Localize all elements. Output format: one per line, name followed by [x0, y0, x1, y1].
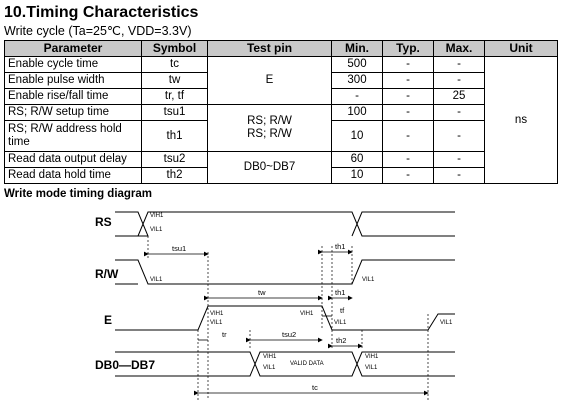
section-title: 10.Timing Characteristics — [4, 4, 199, 21]
min-cell: 500 — [331, 56, 383, 73]
timing-diagram: RS R/W E DB0—DB7 VIH1 VIL1 VIL1 VIL1 VIH… — [95, 211, 455, 400]
tf-label: tf — [340, 306, 345, 315]
table-header-row: Parameter Symbol Test pin Min. Typ. Max.… — [4, 40, 558, 57]
signal-label-rw: R/W — [95, 267, 119, 281]
header-test-pin: Test pin — [207, 40, 332, 57]
rs-waveform — [115, 211, 455, 237]
level-vil: VIL1 — [362, 277, 375, 283]
param-cell: Enable pulse width — [4, 72, 142, 89]
symbol-cell: tr, tf — [141, 88, 208, 105]
max-cell: - — [433, 167, 485, 184]
min-cell: 60 — [331, 151, 383, 168]
level-vil: VIL1 — [263, 365, 276, 371]
min-cell: 10 — [331, 167, 383, 184]
level-vil: VIL1 — [334, 320, 347, 326]
guide-lines — [147, 236, 429, 400]
tw-label: tw — [258, 288, 266, 297]
param-cell: Read data output delay — [4, 151, 142, 168]
pin-cell-e: E — [207, 56, 332, 105]
table-row: Read data hold time th2 10 - - — [4, 167, 558, 184]
header-max: Max. — [433, 40, 485, 57]
symbol-cell: th1 — [141, 120, 208, 152]
max-cell: - — [433, 120, 485, 152]
signal-label-db: DB0—DB7 — [95, 358, 155, 372]
th1-label: th1 — [335, 242, 345, 251]
header-unit: Unit — [484, 40, 558, 57]
min-cell: 300 — [331, 72, 383, 89]
typ-cell: - — [382, 120, 434, 152]
th2-label: th2 — [336, 336, 346, 345]
param-cell: RS; R/W setup time — [4, 104, 142, 121]
symbol-cell: tsu2 — [141, 151, 208, 168]
param-cell: RS; R/W address hold time — [4, 120, 142, 152]
level-vil: VIL1 — [365, 365, 378, 371]
unit-cell: ns — [484, 56, 558, 184]
header-typ: Typ. — [382, 40, 434, 57]
th1b-label: th1 — [335, 288, 345, 297]
level-vil: VIL1 — [150, 227, 163, 233]
table-row: Enable cycle time tc E 500 - - ns — [4, 56, 558, 184]
typ-cell: - — [382, 56, 434, 73]
max-cell: - — [433, 56, 485, 73]
level-vih: VIH1 — [210, 311, 224, 317]
symbol-cell: tsu1 — [141, 104, 208, 121]
tsu1-label: tsu1 — [172, 244, 186, 253]
symbol-cell: th2 — [141, 167, 208, 184]
typ-cell: - — [382, 72, 434, 89]
tsu2-label: tsu2 — [282, 330, 296, 339]
tr-label: tr — [222, 330, 227, 339]
max-cell: - — [433, 104, 485, 121]
signal-label-rs: RS — [95, 215, 112, 229]
param-cell: Enable rise/fall time — [4, 88, 142, 105]
db-waveform — [115, 351, 455, 377]
min-cell: 10 — [331, 120, 383, 152]
min-cell: - — [331, 88, 383, 105]
typ-cell: - — [382, 151, 434, 168]
typ-cell: - — [382, 167, 434, 184]
diagram-title: Write mode timing diagram — [4, 188, 153, 200]
header-symbol: Symbol — [141, 40, 208, 57]
table-row: Read data output delay tsu2 DB0~DB7 60 -… — [4, 151, 558, 184]
timing-table: Parameter Symbol Test pin Min. Typ. Max.… — [4, 40, 558, 184]
min-cell: 100 — [331, 104, 383, 121]
level-vih: VIH1 — [150, 213, 164, 219]
max-cell: 25 — [433, 88, 485, 105]
table-row: Enable rise/fall time tr, tf - - 25 — [4, 88, 558, 105]
max-cell: - — [433, 72, 485, 89]
table-row: RS; R/W setup time tsu1 RS; R/W RS; R/W … — [4, 104, 558, 152]
write-cycle-subtitle: Write cycle (Ta=25℃, VDD=3.3V) — [4, 24, 192, 38]
signal-label-e: E — [104, 313, 112, 327]
level-vil: VIL1 — [440, 320, 453, 326]
level-vil: VIL1 — [150, 277, 163, 283]
level-vih: VIH1 — [300, 311, 314, 317]
typ-cell: - — [382, 104, 434, 121]
e-waveform — [115, 305, 455, 331]
tc-label: tc — [312, 383, 318, 392]
level-vih: VIH1 — [365, 354, 379, 360]
pin-cell-db: DB0~DB7 — [207, 151, 332, 184]
level-vih: VIH1 — [263, 354, 277, 360]
level-vil: VIL1 — [210, 320, 223, 326]
valid-data-label: VALID DATA — [290, 361, 324, 367]
param-cell: Enable cycle time — [4, 56, 142, 73]
max-cell: - — [433, 151, 485, 168]
param-cell: Read data hold time — [4, 167, 142, 184]
header-parameter: Parameter — [4, 40, 142, 57]
typ-cell: - — [382, 88, 434, 105]
symbol-cell: tc — [141, 56, 208, 73]
rw-waveform — [115, 259, 455, 285]
symbol-cell: tw — [141, 72, 208, 89]
header-min: Min. — [331, 40, 383, 57]
pin-cell-rsrw: RS; R/W RS; R/W — [207, 104, 332, 152]
